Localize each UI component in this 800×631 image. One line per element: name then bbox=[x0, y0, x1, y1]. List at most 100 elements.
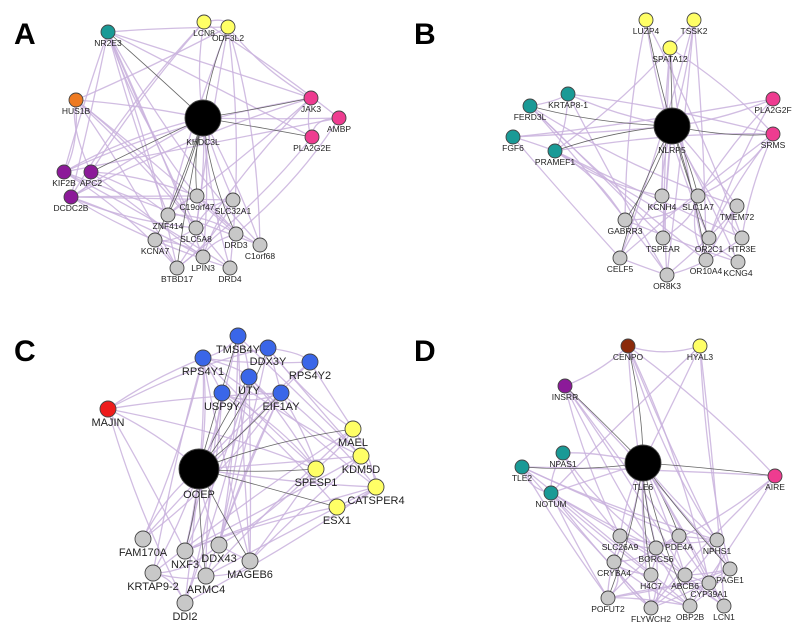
gene-label: KCNH4 bbox=[648, 202, 677, 212]
edge-coexpression bbox=[184, 376, 250, 604]
gene-node bbox=[307, 460, 325, 478]
edge-coexpression bbox=[521, 466, 718, 541]
gene-node bbox=[229, 327, 247, 345]
gene-label: FERD3L bbox=[514, 112, 547, 122]
hub-node bbox=[184, 99, 222, 137]
edge-coexpression bbox=[650, 568, 731, 609]
gene-node bbox=[659, 267, 675, 283]
gene-node bbox=[68, 92, 84, 108]
panel-letter-b: B bbox=[414, 18, 436, 51]
edge-coexpression bbox=[90, 171, 169, 216]
gene-label: SLC1A7 bbox=[682, 202, 714, 212]
gene-label: SPESP1 bbox=[295, 477, 338, 489]
edge-to-hub bbox=[202, 117, 340, 120]
edge-coexpression bbox=[107, 31, 313, 138]
edge-coexpression bbox=[218, 468, 317, 546]
gene-label: GABRR3 bbox=[608, 226, 643, 236]
edge-coexpression bbox=[63, 31, 109, 173]
gene-node bbox=[259, 339, 277, 357]
edge-coexpression bbox=[280, 392, 377, 488]
edge-to-hub bbox=[198, 468, 377, 488]
edge-coexpression bbox=[248, 376, 377, 488]
gene-node bbox=[176, 542, 194, 560]
gene-node bbox=[654, 188, 670, 204]
gene-node bbox=[222, 260, 238, 276]
gene-label: NPHS1 bbox=[703, 546, 732, 556]
gene-label: APC2 bbox=[80, 178, 102, 188]
gene-label: OR10A4 bbox=[690, 266, 723, 276]
gene-node bbox=[612, 250, 628, 266]
gene-node bbox=[767, 468, 783, 484]
edge-coexpression bbox=[107, 408, 317, 470]
gene-label: TSPEAR bbox=[646, 244, 680, 254]
gene-node bbox=[709, 532, 725, 548]
gene-label: HTR3E bbox=[728, 244, 756, 254]
hub-node bbox=[178, 448, 220, 490]
edge-coexpression bbox=[90, 21, 205, 173]
gene-node bbox=[671, 528, 687, 544]
gene-label: CYP39A1 bbox=[690, 589, 728, 599]
edge-coexpression bbox=[619, 535, 725, 607]
gene-label: KHDC3L bbox=[186, 137, 220, 147]
edge-coexpression bbox=[70, 196, 204, 258]
edge-coexpression bbox=[205, 486, 377, 577]
gene-node bbox=[765, 91, 781, 107]
gene-node bbox=[195, 249, 211, 265]
edge-coexpression bbox=[90, 171, 204, 258]
gene-label: BTBD17 bbox=[161, 274, 193, 284]
gene-node bbox=[690, 188, 706, 204]
gene-label: SLC26A9 bbox=[602, 542, 639, 552]
gene-node bbox=[83, 164, 99, 180]
edge-coexpression bbox=[564, 385, 691, 607]
gene-label: TLE6 bbox=[633, 482, 654, 492]
gene-label: JAK3 bbox=[301, 104, 322, 114]
gene-label: PAGE1 bbox=[716, 575, 744, 585]
edge-coexpression bbox=[607, 582, 710, 599]
gene-node bbox=[328, 498, 346, 516]
gene-label: FLYWCH2 bbox=[631, 614, 671, 624]
gene-node bbox=[543, 485, 559, 501]
gene-label: MAGEB6 bbox=[227, 569, 273, 581]
panel-letter-c: C bbox=[14, 335, 36, 368]
gene-label: SPATA12 bbox=[652, 54, 688, 64]
edge-coexpression bbox=[75, 99, 197, 229]
gene-label: LPIN3 bbox=[191, 263, 215, 273]
edge-coexpression bbox=[184, 486, 377, 604]
gene-node bbox=[367, 478, 385, 496]
edge-coexpression bbox=[152, 357, 204, 574]
edge-to-hub bbox=[642, 462, 710, 584]
edge-coexpression bbox=[624, 219, 739, 263]
edge-coexpression bbox=[63, 117, 340, 173]
edge-coexpression bbox=[176, 199, 234, 269]
gene-label: NLRP5 bbox=[658, 145, 686, 155]
edge-coexpression bbox=[564, 385, 686, 576]
edge-coexpression bbox=[550, 492, 652, 609]
edge-coexpression bbox=[693, 19, 707, 261]
gene-label: HUS1B bbox=[62, 106, 91, 116]
gene-label: NPAS1 bbox=[549, 459, 577, 469]
gene-node bbox=[210, 536, 228, 554]
gene-label: C19orf47 bbox=[180, 202, 215, 212]
gene-node bbox=[505, 129, 521, 145]
edge-coexpression bbox=[70, 196, 234, 201]
edge-coexpression bbox=[627, 345, 701, 353]
gene-label: TMSB4Y bbox=[216, 344, 261, 356]
gene-node bbox=[99, 400, 117, 418]
gene-node bbox=[272, 384, 290, 402]
gene-node bbox=[638, 12, 654, 28]
gene-label: USP9Y bbox=[204, 401, 241, 413]
hub-node bbox=[653, 107, 691, 145]
edge-coexpression bbox=[107, 408, 186, 552]
gene-node bbox=[677, 567, 693, 583]
gene-node bbox=[352, 447, 370, 465]
gene-label: DDX43 bbox=[201, 553, 236, 565]
edge-coexpression bbox=[203, 21, 340, 119]
hub-node bbox=[624, 444, 662, 482]
gene-node bbox=[716, 598, 732, 614]
edge-coexpression bbox=[205, 428, 354, 577]
gene-node bbox=[144, 564, 162, 582]
edge-coexpression bbox=[107, 31, 169, 216]
edge-coexpression bbox=[107, 31, 312, 99]
edge-coexpression bbox=[624, 19, 647, 221]
